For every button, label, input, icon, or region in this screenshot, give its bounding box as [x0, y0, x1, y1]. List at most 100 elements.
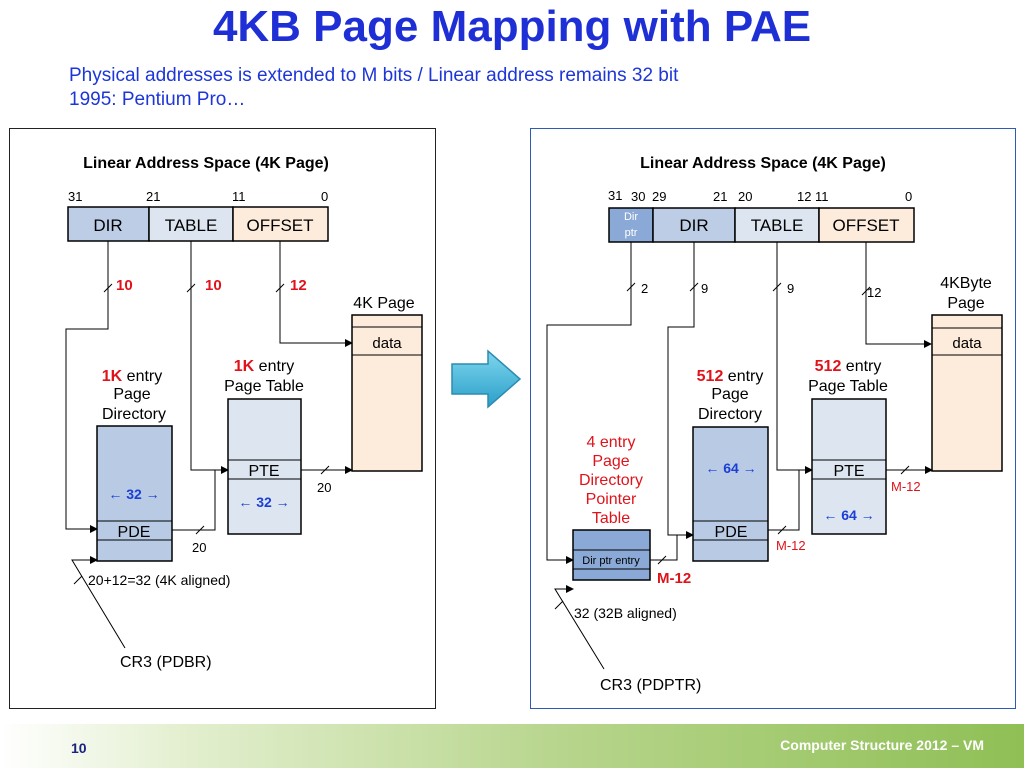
right-offset-connector	[865, 242, 932, 348]
right-page-table	[811, 398, 887, 535]
left-data-label: data	[372, 335, 402, 352]
right-pd-label-2: Page	[711, 386, 748, 403]
right-bit-20: 20	[738, 189, 752, 204]
left-heading: Linear Address Space (4K Page)	[83, 155, 329, 172]
right-pde-label: PDE	[715, 524, 748, 541]
transition-arrow-icon	[451, 349, 522, 409]
right-dirptr-connector	[546, 242, 632, 564]
right-dirptr-slash	[626, 282, 636, 292]
slide-subtitle: Physical addresses is extended to M bits…	[69, 64, 678, 112]
page-number: 10	[71, 740, 87, 756]
left-dir-field	[67, 206, 150, 242]
right-cr3-connector	[554, 585, 605, 670]
left-offset-label: OFFSET	[246, 216, 313, 235]
right-bit-30: 30	[631, 189, 645, 204]
right-offset-field	[818, 207, 915, 243]
right-table-slash	[772, 282, 782, 292]
left-bit-11: 11	[232, 189, 246, 204]
right-offset-width: 12	[867, 285, 881, 300]
right-dirptr-label-2: ptr	[625, 227, 638, 239]
right-pde-slash	[777, 525, 787, 535]
left-pte-slash	[320, 465, 330, 475]
right-pd-label-3: Directory	[698, 406, 762, 423]
left-pt-width: ← 32 →	[238, 494, 289, 510]
panel-no-pae: Linear Address Space (4K Page) 31 21 11 …	[9, 128, 436, 709]
subtitle-line-2: 1995: Pentium Pro…	[69, 89, 246, 110]
left-dir-width: 10	[116, 277, 133, 294]
left-pd-width: ← 32 →	[108, 486, 159, 502]
left-bit-21: 21	[146, 189, 160, 204]
right-table-label: TABLE	[751, 216, 804, 235]
left-pde-slash	[195, 525, 205, 535]
left-pt-label-1: 1K entry	[234, 358, 294, 375]
left-dir-slash	[103, 283, 113, 293]
right-dir-connector	[667, 242, 695, 539]
right-pdpt-label-2: Page	[592, 453, 629, 470]
right-heading: Linear Address Space (4K Page)	[640, 155, 886, 172]
left-table-label: TABLE	[165, 216, 218, 235]
right-page-directory	[692, 426, 769, 562]
left-pde-label: PDE	[118, 524, 151, 541]
left-page-label: 4K Page	[353, 295, 414, 312]
right-pd-label-1: 512 entry	[697, 368, 764, 385]
panel-pae: Linear Address Space (4K Page) 31 30 29 …	[530, 128, 1016, 709]
right-offset-label: OFFSET	[832, 216, 899, 235]
right-data-label: data	[952, 335, 982, 352]
right-bit-0: 0	[905, 189, 912, 204]
right-pde-width: M-12	[776, 538, 806, 553]
right-bit-31: 31	[608, 188, 622, 203]
left-cr3-connector	[71, 556, 126, 649]
right-dir-slash	[689, 282, 699, 292]
right-bit-29: 29	[652, 189, 666, 204]
right-pdpte-slash	[657, 555, 667, 565]
footer-bar	[0, 724, 1024, 768]
left-dir-label: DIR	[93, 216, 122, 235]
left-pte-label: PTE	[248, 463, 279, 480]
left-page-box	[351, 314, 423, 472]
right-pd-width: ← 64 →	[705, 460, 756, 476]
right-pte-label: PTE	[833, 463, 864, 480]
right-pdpt-label-5: Table	[592, 510, 630, 527]
right-page-label-2: Page	[947, 295, 984, 312]
left-cr3-label: CR3 (PDBR)	[120, 654, 212, 671]
left-pde-width: 20	[192, 540, 206, 555]
right-diagram: Linear Address Space (4K Page) 31 30 29 …	[546, 155, 1003, 694]
right-pt-label-1: 512 entry	[815, 358, 882, 375]
right-pdpt-label-3: Directory	[579, 472, 643, 489]
right-dir-label: DIR	[679, 216, 708, 235]
right-table-connector	[776, 242, 813, 474]
left-bit-31: 31	[68, 189, 82, 204]
left-pde-connector	[172, 470, 216, 531]
right-dirptr-width: 2	[641, 281, 648, 296]
right-pdpte-connector	[650, 535, 678, 561]
right-pdpt-box	[572, 529, 651, 581]
right-dir-width: 9	[701, 281, 708, 296]
left-page-directory	[96, 425, 173, 562]
left-pd-label-2: Page	[113, 386, 150, 403]
subtitle-line-1: Physical addresses is extended to M bits…	[69, 65, 679, 86]
left-page-table	[227, 398, 302, 535]
right-pdpte-width: M-12	[657, 570, 691, 587]
right-cr3-width: 32 (32B aligned)	[574, 605, 677, 621]
right-bit-12: 12	[797, 189, 811, 204]
left-cr3-width: 20+12=32 (4K aligned)	[88, 572, 230, 588]
right-cr3-label: CR3 (PDPTR)	[600, 677, 701, 694]
right-dirptr-label-1: Dir	[624, 211, 638, 223]
right-table-width: 9	[787, 281, 794, 296]
left-offset-width: 12	[290, 277, 307, 294]
left-pd-label-3: Directory	[102, 406, 166, 423]
right-pt-label-2: Page Table	[808, 378, 888, 395]
right-dir-field	[652, 207, 736, 243]
right-pt-width: ← 64 →	[823, 507, 874, 523]
right-pdpt-label-1: 4 entry	[587, 434, 636, 451]
left-cr3-slash	[73, 575, 83, 585]
left-pt-label-2: Page Table	[224, 378, 304, 395]
right-pte-width: M-12	[891, 479, 921, 494]
left-dir-connector	[65, 241, 109, 533]
right-cr3-slash	[554, 600, 564, 610]
left-pd-label-1: 1K entry	[102, 368, 162, 385]
right-page-label-1: 4KByte	[940, 275, 992, 292]
left-pte-width: 20	[317, 480, 331, 495]
right-pte-slash	[900, 465, 910, 475]
left-table-field	[148, 206, 234, 242]
